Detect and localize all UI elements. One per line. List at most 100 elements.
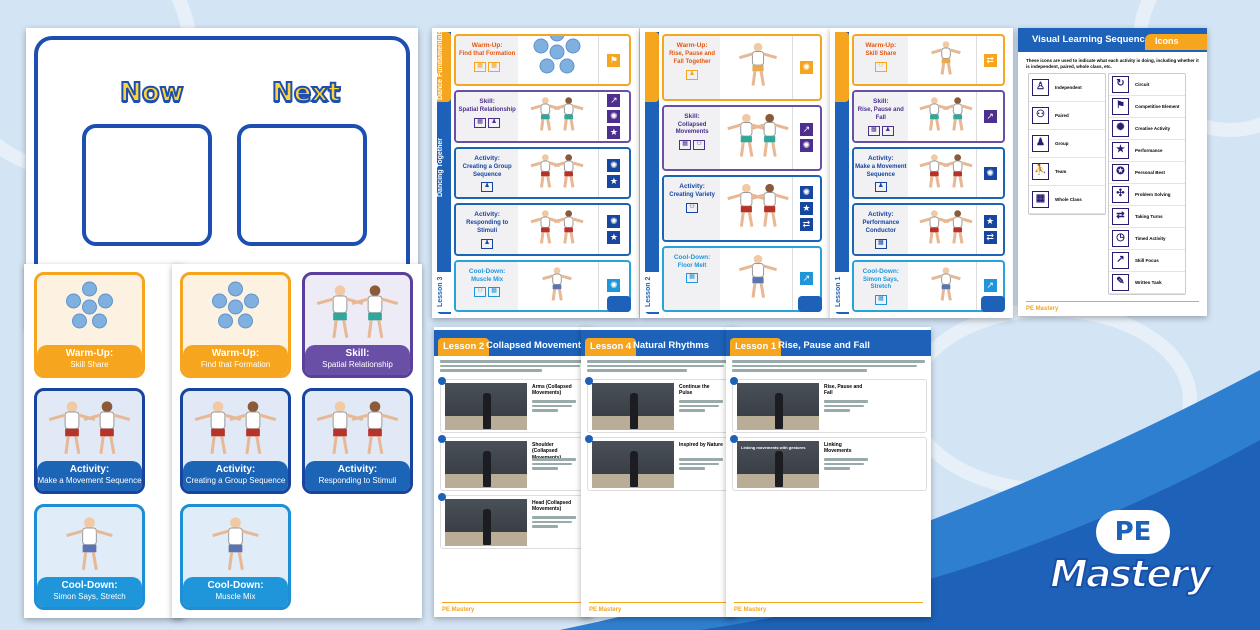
paired-icon: ⚇ <box>474 287 487 298</box>
row-title: Creating Variety <box>669 192 715 198</box>
now-slot[interactable] <box>82 124 212 246</box>
group-icon: ♟ <box>488 118 501 129</box>
sequence-row[interactable]: Activity:Performance Conductor▦★⇄ <box>852 203 1005 256</box>
sequence-row[interactable]: Warm-Up:Rise, Pause and Fall Together♟✺ <box>662 34 822 101</box>
video-thumbnail[interactable] <box>445 441 527 488</box>
text-line <box>732 369 868 372</box>
icon-key-label: Written Task <box>1135 280 1162 285</box>
sequence-row[interactable]: Warm-Up:Skill Share⚇⇄ <box>852 34 1005 87</box>
sequence-row[interactable]: Cool-Down:Simon Says, Stretch▦ ↗ <box>852 259 1005 313</box>
unit-tab[interactable]: Dance Fundamentals <box>437 30 451 102</box>
text-line <box>532 458 576 461</box>
activity-card[interactable]: Cool-Down:Simon Says, Stretch <box>34 504 145 610</box>
creative-activity-icon: ✺ <box>607 110 621 124</box>
sequence-row[interactable]: Cool-Down:Muscle Mix⚇▦✺ <box>454 259 631 313</box>
text-line <box>532 462 572 465</box>
video-title: Head (Collapsed Movements) <box>532 500 572 513</box>
child-figure <box>750 183 789 227</box>
footer-rule <box>734 602 923 603</box>
icon-key-item: ⚇Paired <box>1029 102 1105 130</box>
sequence-row[interactable]: Activity:Creating Variety⚇✺★⇄ <box>662 175 822 242</box>
card-label: Warm-Up:Skill Share <box>37 345 142 375</box>
timed-activity-icon: ◷ <box>1112 230 1129 247</box>
sequence-row[interactable]: Activity:Make a Movement Sequence♟✺ <box>852 146 1005 200</box>
activity-card[interactable]: Warm-Up:Find that Formation <box>180 272 291 378</box>
child-figure <box>739 42 778 86</box>
video-thumbnail[interactable] <box>737 383 819 430</box>
logo-pe: PE <box>1096 510 1170 554</box>
sequence-row[interactable]: Activity:Responding to Stimuli♟✺★ <box>454 203 631 256</box>
video-entry[interactable]: Arms (Collapsed Movements) <box>438 377 588 433</box>
next-slot[interactable] <box>237 124 367 246</box>
formation-spot <box>82 281 97 297</box>
child-figure <box>48 401 96 455</box>
lesson-theme: Dancing Together <box>437 138 444 198</box>
video-entry[interactable]: Head (Collapsed Movements) <box>438 493 588 549</box>
sequence-row[interactable]: Cool-Down:Floor Melt▦↗ <box>662 245 822 312</box>
dancer <box>483 393 491 429</box>
child-figure <box>942 97 973 132</box>
formation-spot <box>228 281 243 297</box>
activity-card[interactable]: Activity:Make a Movement Sequence <box>34 388 145 494</box>
child-figure <box>530 97 560 132</box>
video-thumbnail[interactable] <box>592 383 674 430</box>
video-description <box>532 516 576 530</box>
dancer <box>630 393 638 429</box>
video-entry[interactable]: Shoulder (Collapsed Movements) <box>438 435 588 491</box>
row-stage: Cool-Down: <box>862 267 900 275</box>
illustration <box>48 401 131 455</box>
row-stage: Activity: <box>679 183 705 190</box>
grouping-icons: ▦ <box>664 273 720 284</box>
unit-tab[interactable] <box>645 32 659 102</box>
sequence-row[interactable]: Warm-Up:Find that Formation▦▦⚑ <box>454 34 631 87</box>
video-title: Shoulder (Collapsed Movements) <box>532 442 561 461</box>
activity-card[interactable]: Cool-Down:Muscle Mix <box>180 504 291 610</box>
sequence-row[interactable]: Skill:Collapsed Movements▦⚇↗✺ <box>662 104 822 171</box>
sequence-rows: Warm-Up:Skill Share⚇⇄Skill:Rise, Pause a… <box>852 34 1005 313</box>
activity-card[interactable]: Skill:Spatial Relationship <box>302 272 413 378</box>
activity-icons: ✺★⇄ <box>791 177 820 240</box>
sequence-row[interactable]: Activity:Creating a Group Sequence♟✺★ <box>454 146 631 200</box>
text-line <box>824 404 864 407</box>
activity-card[interactable]: Warm-Up:Skill Share <box>34 272 145 378</box>
row-text: Cool-Down:Simon Says, Stretch▦ <box>854 261 908 311</box>
unit-tab[interactable] <box>835 32 849 102</box>
row-illustration <box>911 36 974 84</box>
video-entry[interactable]: Rise, Pause and Fall <box>730 377 927 433</box>
activity-card[interactable]: Activity:Creating a Group Sequence <box>180 388 291 494</box>
icon-key-item: ◷Timed Activity <box>1109 228 1185 250</box>
row-text: Activity:Creating Variety⚇ <box>664 177 721 240</box>
card-title: Make a Movement Sequence <box>37 476 142 485</box>
card-stage: Warm-Up: <box>65 348 114 359</box>
lesson-theme <box>835 108 849 228</box>
text-line <box>440 364 581 367</box>
formation-spot <box>82 299 97 315</box>
video-thumbnail[interactable]: Linking movements with gestures <box>737 441 819 488</box>
paired-icon: ⚇ <box>693 140 706 151</box>
text-line <box>532 525 559 528</box>
icon-key-item: ⛹Team <box>1029 158 1105 186</box>
sequence-row[interactable]: Skill:Spatial Relationship▦♟↗✺★ <box>454 90 631 143</box>
formation-spot <box>533 38 549 54</box>
formation-spot <box>238 313 253 329</box>
activity-card[interactable]: Activity:Responding to Stimuli <box>302 388 413 494</box>
whole-class-icon: ▦ <box>1032 191 1049 208</box>
video-thumbnail[interactable] <box>445 383 527 430</box>
sheet-lesson: Lesson 4 <box>585 338 637 356</box>
text-line <box>679 462 719 465</box>
video-entry[interactable]: Inspired by Nature <box>585 435 732 491</box>
activity-icons: ✺ <box>791 36 820 99</box>
video-thumbnail[interactable] <box>592 441 674 488</box>
icon-key-item: ↗Skill Focus <box>1109 250 1185 272</box>
row-stage: Warm-Up: <box>676 42 708 49</box>
sequence-row[interactable]: Skill:Rise, Pause and Fall▦♟↗ <box>852 90 1005 143</box>
activity-icons: ↗ <box>976 261 1003 311</box>
card-title: Simon Says, Stretch <box>53 592 126 601</box>
video-entry[interactable]: Continue the Pulse <box>585 377 732 433</box>
video-thumbnail[interactable] <box>445 499 527 546</box>
skill-focus-icon: ↗ <box>1112 252 1129 269</box>
team-icon: ⛹ <box>1032 163 1049 180</box>
